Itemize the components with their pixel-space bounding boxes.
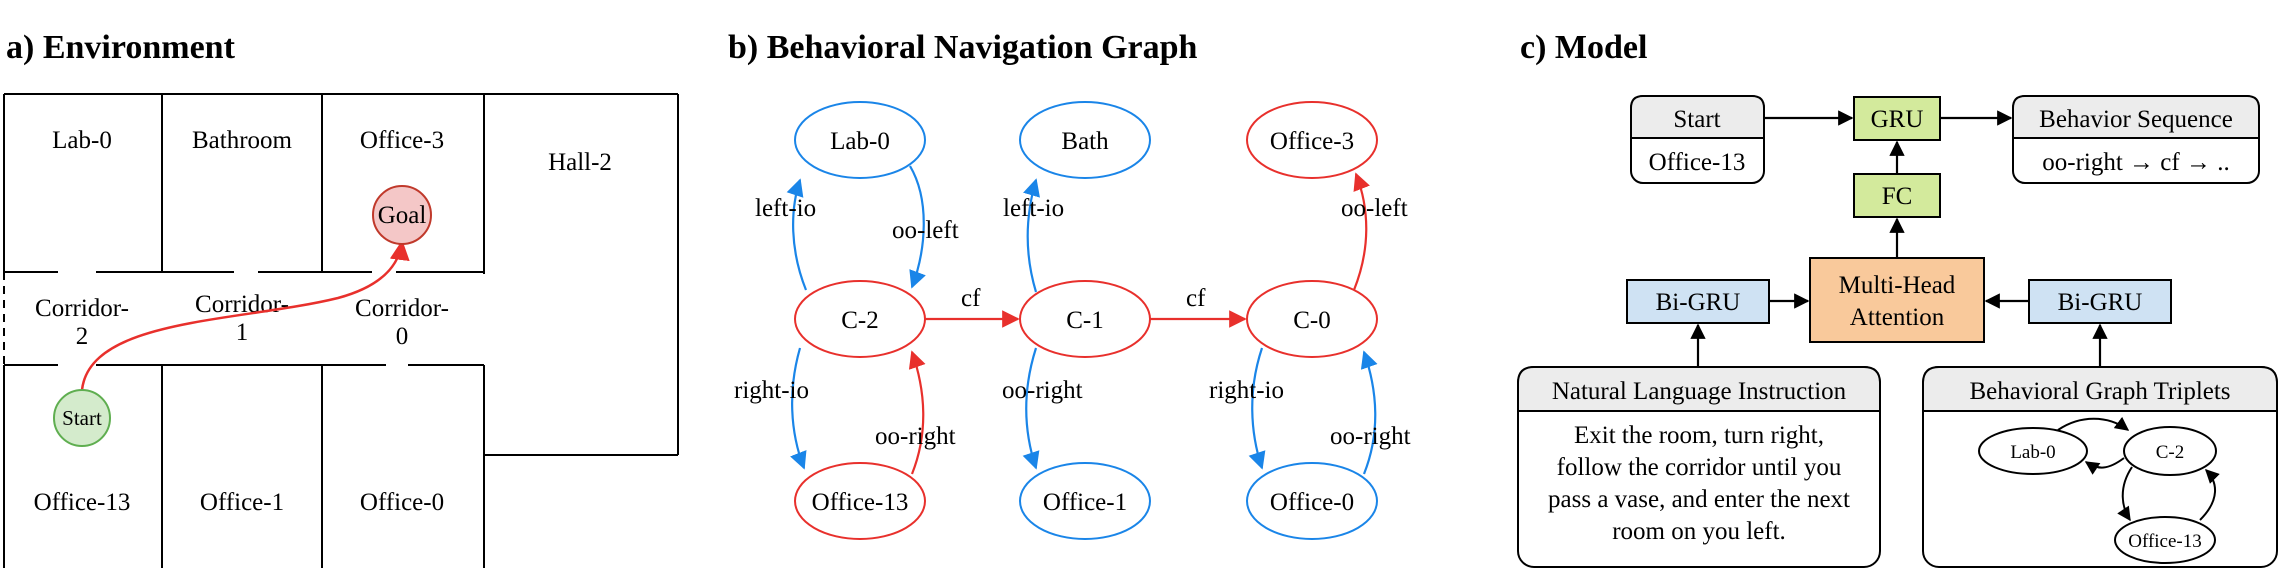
edge-label-right-io-1: right-io — [734, 377, 809, 404]
edge-oo-right-1 — [908, 350, 926, 475]
node-c0 — [1246, 280, 1378, 358]
mini-graph-edges — [2057, 416, 2220, 522]
corridor0-label-line1: Corridor- — [355, 295, 449, 322]
node-label-c1: C-1 — [1066, 307, 1104, 334]
mha-label-line1: Multi-Head — [1839, 272, 1956, 299]
mini-node-lab0: Lab-0 — [2010, 442, 2055, 463]
edge-left-io-2 — [1023, 178, 1040, 293]
bigru-left-label: Bi-GRU — [1656, 289, 1741, 316]
goal-marker — [372, 185, 432, 245]
behavior-sequence-box — [2012, 95, 2260, 184]
edge-left-io-1 — [786, 178, 808, 291]
mha-label-line2: Attention — [1850, 304, 1945, 331]
goal-label: Goal — [378, 202, 427, 229]
edge-label-oo-right-1: oo-right — [875, 423, 956, 450]
behavior-sequence-header: Behavior Sequence — [2039, 106, 2233, 133]
node-label-bath: Bath — [1061, 128, 1109, 155]
node-bath — [1019, 101, 1151, 179]
node-office1 — [1019, 462, 1151, 540]
edge-label-left-io-2: left-io — [1003, 195, 1064, 222]
graph-nodes — [794, 101, 1378, 540]
corridor2-label-line1: Corridor- — [35, 295, 129, 322]
node-lab0 — [794, 101, 926, 179]
edge-label-oo-right-2: oo-right — [1002, 377, 1083, 404]
panel-title-graph: b) Behavioral Navigation Graph — [728, 29, 1198, 66]
model-arrows — [1690, 110, 2108, 367]
node-office0 — [1246, 462, 1378, 540]
node-label-c2: C-2 — [841, 307, 879, 334]
edge-oo-right-3 — [1360, 350, 1378, 475]
edge-oo-left-1 — [909, 165, 926, 289]
edge-label-right-io-2: right-io — [1209, 377, 1284, 404]
fc-box — [1853, 173, 1941, 218]
instruction-line-1: Exit the room, turn right, — [1574, 422, 1824, 449]
multi-head-attention-box — [1809, 257, 1985, 343]
room-label-office1: Office-1 — [200, 489, 284, 516]
mini-node-office13: Office-13 — [2128, 531, 2202, 552]
instruction-header: Natural Language Instruction — [1552, 378, 1847, 405]
behavior-sequence-value: oo-right → cf → .. — [2042, 149, 2229, 176]
start-box-value: Office-13 — [1649, 149, 1746, 176]
start-box-header: Start — [1673, 106, 1720, 133]
gru-label: GRU — [1871, 106, 1924, 133]
node-label-c0: C-0 — [1293, 307, 1331, 334]
edge-label-oo-right-3: oo-right — [1330, 423, 1411, 450]
mini-graph-nodes — [1978, 426, 2217, 564]
corridor2-label-line2: 2 — [76, 323, 89, 350]
edge-label-cf-1: cf — [961, 285, 981, 312]
instruction-line-3: pass a vase, and enter the next — [1548, 486, 1850, 513]
start-label: Start — [62, 406, 102, 430]
room-label-office0: Office-0 — [360, 489, 444, 516]
edge-label-oo-left-2: oo-left — [1341, 195, 1408, 222]
bigru-right-label: Bi-GRU — [2058, 289, 2143, 316]
gru-box — [1853, 96, 1941, 141]
corridor0-label-line2: 0 — [396, 323, 409, 350]
route-path — [80, 240, 410, 391]
edge-oo-right-2 — [1022, 347, 1040, 470]
edge-label-cf-2: cf — [1186, 285, 1206, 312]
room-label-lab0: Lab-0 — [52, 127, 112, 154]
edge-label-oo-left-1: oo-left — [892, 217, 959, 244]
edge-right-io-2 — [1248, 347, 1266, 470]
start-box — [1630, 95, 1765, 184]
room-label-office13: Office-13 — [34, 489, 131, 516]
graph-edges — [786, 165, 1378, 475]
node-label-office1: Office-1 — [1043, 489, 1127, 516]
mini-node-c2: C-2 — [2156, 442, 2185, 463]
instruction-line-2: follow the corridor until you — [1557, 454, 1842, 481]
room-label-office3: Office-3 — [360, 127, 444, 154]
edge-right-io-1 — [790, 347, 807, 470]
start-marker — [53, 389, 111, 447]
bigru-right-box — [2028, 279, 2172, 324]
panel-title-environment: a) Environment — [6, 29, 236, 66]
node-label-office3: Office-3 — [1270, 128, 1354, 155]
edge-oo-left-2 — [1352, 172, 1370, 291]
fc-label: FC — [1882, 183, 1913, 210]
room-label-hall2: Hall-2 — [548, 149, 612, 176]
edge-label-left-io-1: left-io — [755, 195, 816, 222]
node-label-office0: Office-0 — [1270, 489, 1354, 516]
instruction-box — [1517, 366, 1881, 568]
panel-title-model: c) Model — [1520, 29, 1647, 66]
instruction-line-4: room on you left. — [1612, 518, 1786, 545]
node-label-lab0: Lab-0 — [830, 128, 890, 155]
node-label-office13: Office-13 — [812, 489, 909, 516]
room-label-bathroom: Bathroom — [192, 127, 293, 154]
node-office13 — [794, 462, 926, 540]
corridor1-label-line2: 1 — [236, 319, 249, 346]
node-office3 — [1246, 101, 1378, 179]
graph-triplets-header: Behavioral Graph Triplets — [1969, 378, 2230, 405]
environment-map — [3, 93, 679, 568]
